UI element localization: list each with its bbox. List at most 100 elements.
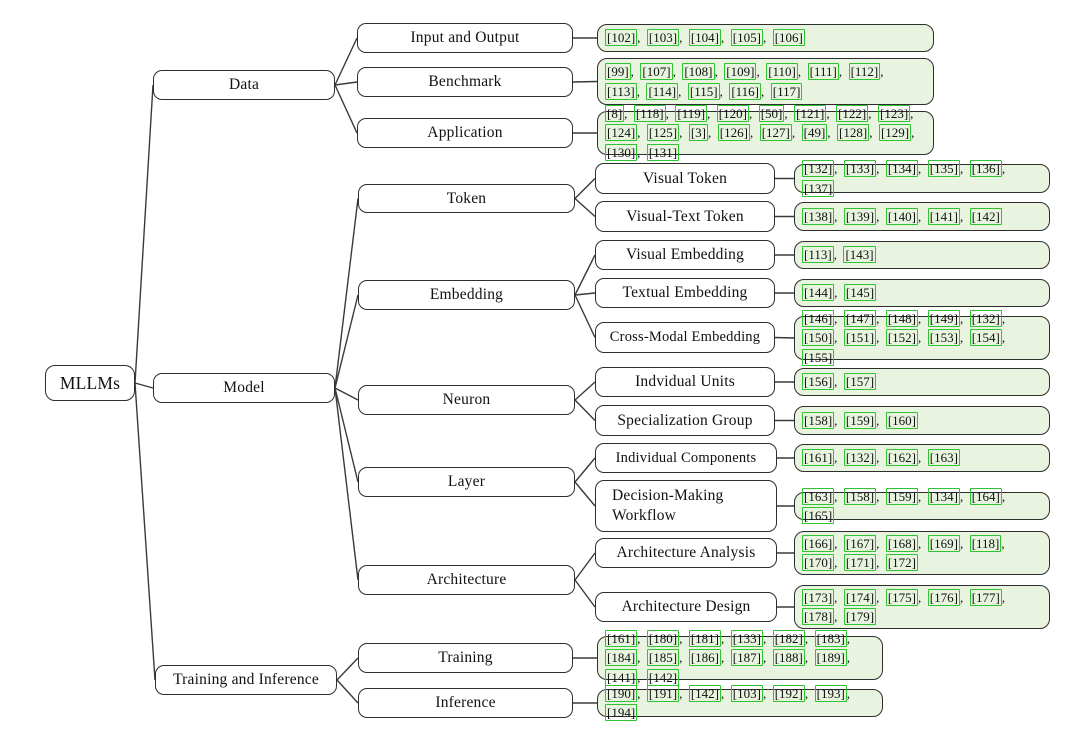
- citation-ref[interactable]: [124]: [605, 124, 638, 142]
- citation-ref[interactable]: [176]: [927, 588, 960, 606]
- citation-ref[interactable]: [163]: [927, 449, 960, 467]
- citation-ref[interactable]: [151]: [843, 329, 877, 347]
- citation-ref[interactable]: [181]: [688, 629, 722, 647]
- citation-ref[interactable]: [168]: [885, 534, 919, 552]
- citation-ref[interactable]: [99]: [605, 63, 631, 80]
- citation-ref[interactable]: [184]: [605, 649, 638, 667]
- citation-ref[interactable]: [149]: [927, 309, 960, 327]
- citation-ref[interactable]: [172]: [885, 554, 919, 571]
- citation-ref[interactable]: [139]: [843, 207, 877, 225]
- citation-ref[interactable]: [164]: [969, 487, 1002, 505]
- citation-ref[interactable]: [134]: [927, 487, 960, 505]
- citation-ref[interactable]: [106]: [772, 29, 805, 47]
- citation-ref[interactable]: [132]: [843, 449, 877, 467]
- citation-ref[interactable]: [188]: [772, 649, 805, 667]
- citation-ref[interactable]: [126]: [717, 124, 750, 142]
- citation-ref[interactable]: [123]: [877, 104, 911, 122]
- citation-ref[interactable]: [104]: [688, 29, 722, 47]
- citation-ref[interactable]: [155]: [802, 348, 835, 366]
- citation-ref[interactable]: [118]: [969, 534, 1002, 552]
- citation-ref[interactable]: [156]: [802, 373, 835, 391]
- citation-ref[interactable]: [103]: [646, 29, 680, 47]
- citation-ref[interactable]: [133]: [843, 160, 877, 177]
- citation-ref[interactable]: [187]: [730, 649, 763, 667]
- citation-ref[interactable]: [147]: [843, 309, 877, 327]
- citation-ref[interactable]: [170]: [802, 554, 835, 571]
- citation-ref[interactable]: [166]: [802, 534, 835, 552]
- citation-ref[interactable]: [8]: [605, 104, 625, 122]
- citation-ref[interactable]: [178]: [802, 608, 835, 625]
- citation-ref[interactable]: [119]: [675, 104, 708, 122]
- citation-ref[interactable]: [142]: [688, 684, 722, 702]
- citation-ref[interactable]: [110]: [766, 63, 798, 80]
- citation-ref[interactable]: [177]: [969, 588, 1002, 606]
- citation-ref[interactable]: [192]: [772, 684, 805, 702]
- citation-ref[interactable]: [159]: [843, 411, 877, 429]
- citation-ref[interactable]: [142]: [969, 207, 1002, 225]
- citation-ref[interactable]: [179]: [843, 608, 877, 625]
- citation-ref[interactable]: [121]: [794, 104, 827, 122]
- citation-ref[interactable]: [189]: [814, 649, 847, 667]
- citation-ref[interactable]: [50]: [758, 104, 785, 122]
- citation-ref[interactable]: [193]: [814, 684, 847, 702]
- citation-ref[interactable]: [160]: [885, 411, 919, 429]
- citation-ref[interactable]: [127]: [759, 124, 792, 142]
- citation-ref[interactable]: [120]: [716, 104, 749, 122]
- citation-ref[interactable]: [165]: [802, 507, 835, 524]
- citation-ref[interactable]: [154]: [969, 329, 1002, 347]
- citation-ref[interactable]: [143]: [843, 246, 876, 264]
- citation-ref[interactable]: [162]: [885, 449, 919, 467]
- citation-ref[interactable]: [141]: [605, 668, 638, 686]
- citation-ref[interactable]: [111]: [807, 63, 839, 80]
- citation-ref[interactable]: [161]: [802, 449, 835, 467]
- citation-ref[interactable]: [186]: [688, 649, 722, 667]
- citation-ref[interactable]: [141]: [927, 207, 960, 225]
- citation-ref[interactable]: [144]: [802, 284, 835, 302]
- citation-ref[interactable]: [180]: [646, 629, 680, 647]
- citation-ref[interactable]: [153]: [927, 329, 960, 347]
- citation-ref[interactable]: [173]: [802, 588, 835, 606]
- citation-ref[interactable]: [113]: [605, 82, 637, 100]
- citation-ref[interactable]: [131]: [646, 143, 680, 161]
- citation-ref[interactable]: [122]: [836, 104, 869, 122]
- citation-ref[interactable]: [108]: [682, 63, 715, 80]
- citation-ref[interactable]: [113]: [802, 246, 834, 264]
- citation-ref[interactable]: [132]: [802, 160, 835, 177]
- citation-ref[interactable]: [150]: [802, 329, 835, 347]
- citation-ref[interactable]: [116]: [729, 82, 761, 100]
- citation-ref[interactable]: [182]: [772, 629, 805, 647]
- citation-ref[interactable]: [146]: [802, 309, 835, 327]
- citation-ref[interactable]: [137]: [802, 179, 835, 197]
- citation-ref[interactable]: [158]: [843, 487, 877, 505]
- citation-ref[interactable]: [185]: [646, 649, 680, 667]
- citation-ref[interactable]: [152]: [885, 329, 919, 347]
- citation-ref[interactable]: [157]: [843, 373, 877, 391]
- citation-ref[interactable]: [169]: [927, 534, 960, 552]
- citation-ref[interactable]: [174]: [843, 588, 877, 606]
- citation-ref[interactable]: [167]: [843, 534, 877, 552]
- citation-ref[interactable]: [191]: [646, 684, 680, 702]
- citation-ref[interactable]: [3]: [688, 124, 709, 142]
- citation-ref[interactable]: [109]: [724, 63, 757, 80]
- citation-ref[interactable]: [175]: [885, 588, 919, 606]
- citation-ref[interactable]: [114]: [646, 82, 679, 100]
- citation-ref[interactable]: [140]: [885, 207, 919, 225]
- citation-ref[interactable]: [145]: [843, 284, 877, 302]
- citation-ref[interactable]: [163]: [802, 487, 835, 505]
- citation-ref[interactable]: [171]: [843, 554, 877, 571]
- citation-ref[interactable]: [49]: [801, 124, 828, 142]
- citation-ref[interactable]: [183]: [814, 629, 847, 647]
- citation-ref[interactable]: [107]: [640, 63, 673, 80]
- citation-ref[interactable]: [161]: [605, 629, 638, 647]
- citation-ref[interactable]: [135]: [927, 160, 960, 177]
- citation-ref[interactable]: [105]: [730, 29, 763, 47]
- citation-ref[interactable]: [128]: [837, 124, 870, 142]
- citation-ref[interactable]: [133]: [730, 629, 763, 647]
- citation-ref[interactable]: [190]: [605, 684, 638, 702]
- citation-ref[interactable]: [194]: [605, 704, 638, 721]
- citation-ref[interactable]: [103]: [730, 684, 763, 702]
- citation-ref[interactable]: [130]: [605, 143, 638, 161]
- citation-ref[interactable]: [142]: [646, 668, 680, 686]
- citation-ref[interactable]: [132]: [969, 309, 1002, 327]
- citation-ref[interactable]: [136]: [969, 160, 1002, 177]
